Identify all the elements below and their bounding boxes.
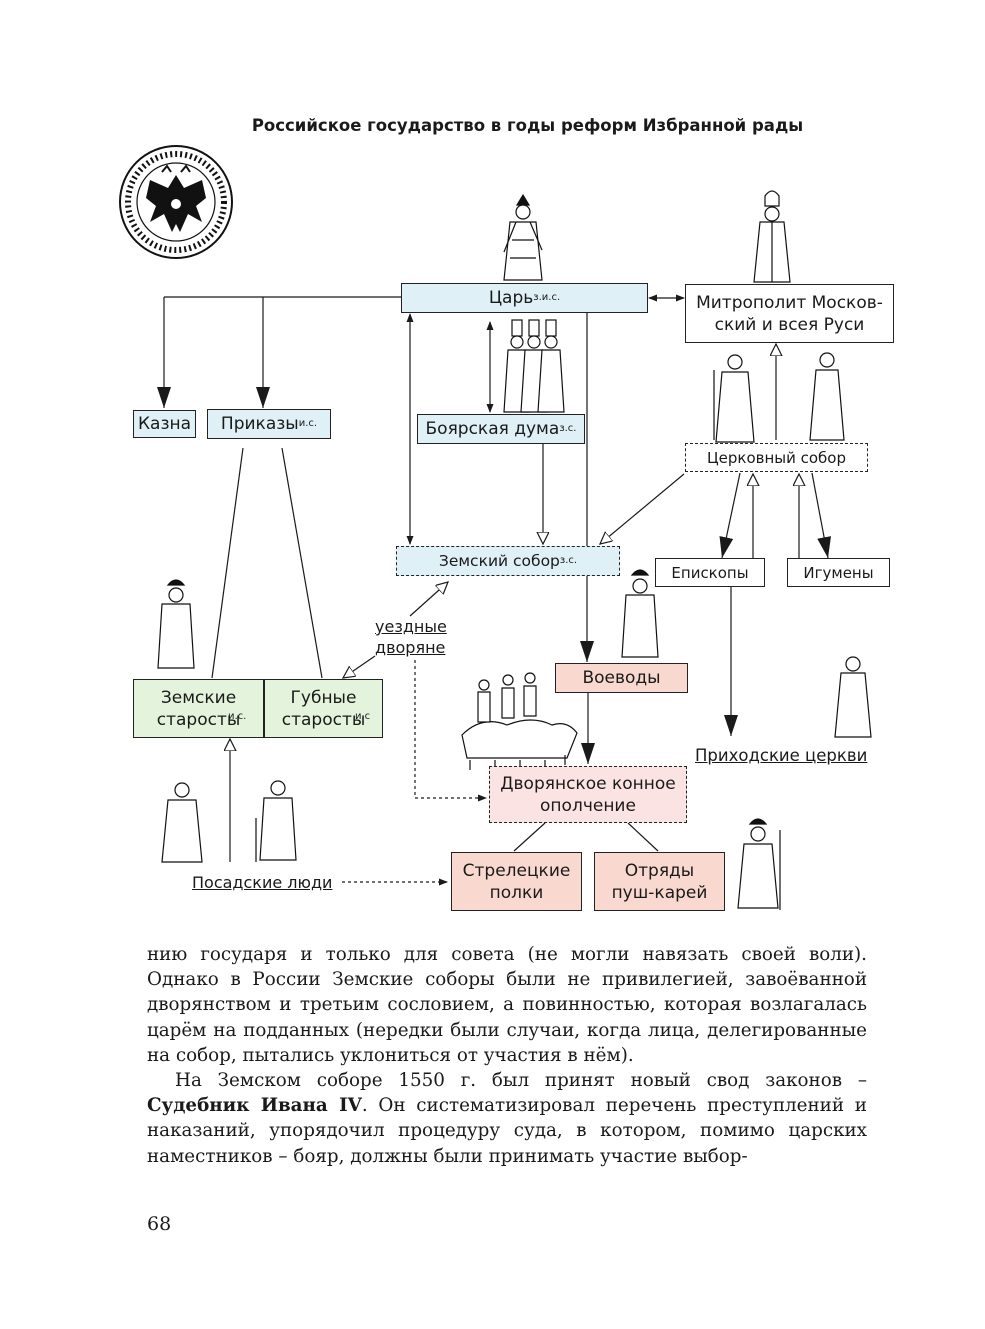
starosta-figure-icon [157,579,195,669]
townspeople-figure-icon [161,780,297,863]
cavalry-horsemen-icon [461,672,578,770]
body-text: нию государя и только для совета (не мог… [147,942,867,1169]
parishes-label: Приходские церкви [695,746,868,765]
bishops-box: Епископы [655,558,765,587]
metropolitan-figure-icon [753,190,791,283]
church-council-box: Церковный собор [685,443,868,472]
page-number: 68 [147,1213,172,1235]
strelets-figure-icon [737,818,781,910]
kazna-box: Казна [133,410,196,438]
double-headed-eagle-seal-icon [119,145,233,259]
abbots-box: Игумены [787,558,890,587]
cavalry-box: Дворянское конное ополчение [489,766,687,823]
streltsy-box: Стрелецкие полки [451,852,582,911]
posad-label: Посадские люди [192,873,333,892]
voevoda-figure-icon [621,569,659,658]
priest-figure-icon [834,656,872,738]
boyars-figure-icon [503,319,565,413]
metropolitan-box: Митрополит Москов-ский и всея Руси [685,284,894,343]
clergy-figure-icon [713,352,845,443]
page-title: Российское государство в годы реформ Изб… [251,116,804,135]
paragraph-2: На Земском соборе 1550 г. был принят нов… [147,1070,867,1167]
uezdnye-dvoryane-label: уездные дворяне [375,617,447,657]
gubnye-starosty-box: Губные старосты [264,679,383,738]
paragraph-1: нию государя и только для совета (не мог… [147,944,867,1066]
structure-diagram [119,145,872,910]
gubnye-starosty-sup: и.с [355,711,371,722]
tsar-figure-icon [503,193,543,281]
zemskie-starosty-sup: и.с. [228,711,247,722]
pushkari-box: Отряды пуш-карей [594,852,725,911]
sudebnik-bold: Судебник Ивана IV [147,1095,362,1117]
zemskie-starosty-box: Земские старосты [133,679,264,738]
voevody-box: Воеводы [555,663,688,693]
